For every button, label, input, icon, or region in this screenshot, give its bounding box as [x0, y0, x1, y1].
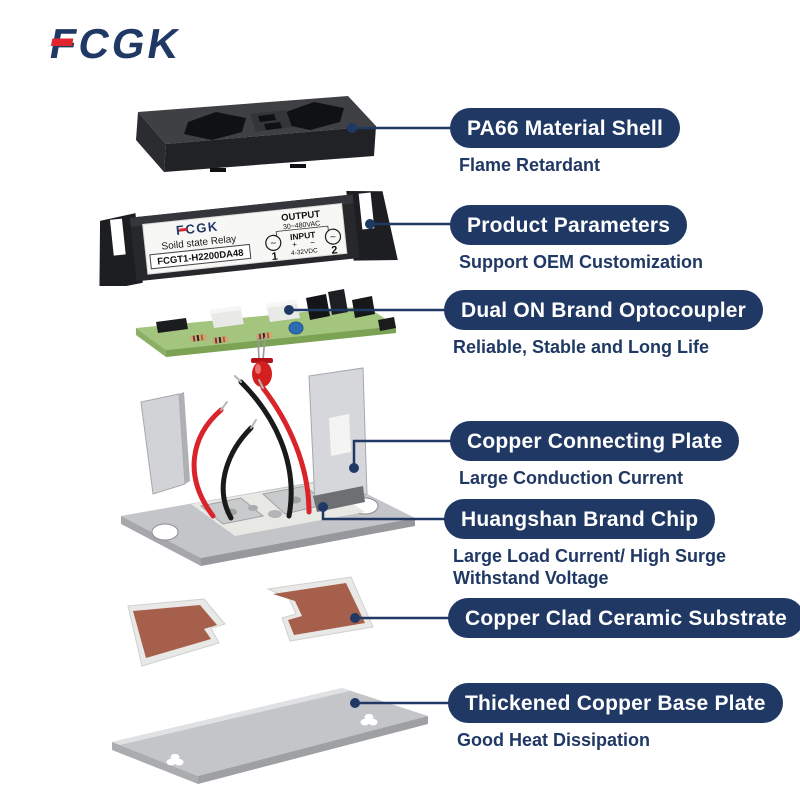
callout-base-plate: Thickened Copper Base Plate Good Heat Di…: [448, 683, 783, 752]
callout-pill-ceramic-substrate: Copper Clad Ceramic Substrate: [448, 598, 800, 638]
callout-sub-connecting-plate: Large Conduction Current: [459, 468, 683, 488]
led-icon: [251, 336, 273, 387]
callout-chip: Huangshan Brand Chip Large Load Current/…: [444, 499, 745, 590]
callout-pill-base-plate: Thickened Copper Base Plate: [448, 683, 783, 723]
ac-symbol-right: ~: [330, 232, 337, 244]
callout-pill-pa66-shell: PA66 Material Shell: [450, 108, 680, 148]
relay-brand-red-bar-icon: [179, 227, 188, 232]
callout-sub-base-plate: Good Heat Dissipation: [457, 730, 651, 750]
keyhole-left-icon: [166, 753, 184, 766]
shell-illustration: [136, 96, 376, 172]
ac-terminal-icon: [265, 234, 282, 251]
ac-terminal-icon: [324, 228, 342, 245]
resistor-icons: [190, 332, 273, 344]
callout-pill-product-parameters: Product Parameters: [450, 205, 688, 245]
brand-logo: FCGK: [40, 12, 210, 77]
callout-ceramic-substrate: Copper Clad Ceramic Substrate: [448, 598, 800, 638]
relay-body-illustration: FCGK Soild state Relay FCGT1-H2200DA48 O…: [99, 190, 398, 286]
callout-connecting-plate: Copper Connecting Plate Large Conduction…: [450, 421, 740, 490]
callout-sub-product-parameters: Support OEM Customization: [459, 252, 703, 272]
callout-sub-pa66-shell: Flame Retardant: [459, 155, 601, 175]
copper-plate-chip-assembly-illustration: [121, 367, 415, 566]
callout-sub-chip: Large Load Current/ High Surge Withstand…: [453, 546, 727, 588]
brand-logo-art: FCGK: [46, 20, 185, 67]
callout-optocoupler: Dual ON Brand Optocoupler Reliable, Stab…: [444, 290, 764, 359]
keyhole-right-icon: [360, 713, 378, 726]
callout-product-parameters: Product Parameters Support OEM Customiza…: [450, 205, 703, 274]
copper-base-plate-illustration: [112, 688, 428, 784]
relay-minus-mark: −: [310, 238, 316, 247]
callout-pill-chip: Huangshan Brand Chip: [444, 499, 716, 539]
relay-output-range: 30~480VAC: [283, 220, 321, 231]
callout-pill-optocoupler: Dual ON Brand Optocoupler: [444, 290, 764, 330]
ceramic-substrates-illustration: [127, 576, 374, 667]
pcb-optocoupler-illustration: [136, 289, 396, 387]
callout-pill-connecting-plate: Copper Connecting Plate: [450, 421, 740, 461]
brand-logo-red-bar-icon: [51, 38, 74, 46]
relay-input-range: 4-32VDC: [291, 247, 319, 257]
relay-plus-mark: +: [292, 240, 298, 249]
relay-terminal-1: 1: [271, 251, 278, 264]
callout-pa66-shell: PA66 Material Shell Flame Retardant: [450, 108, 680, 177]
callout-sub-optocoupler: Reliable, Stable and Long Life: [453, 337, 710, 357]
relay-input-title: INPUT: [290, 229, 317, 242]
lead-wires: [191, 375, 312, 521]
relay-brand-text: FCGK: [175, 219, 219, 238]
relay-output-title: OUTPUT: [281, 209, 321, 224]
relay-terminal-2: 2: [331, 244, 338, 257]
ac-symbol-left: ~: [270, 238, 277, 250]
